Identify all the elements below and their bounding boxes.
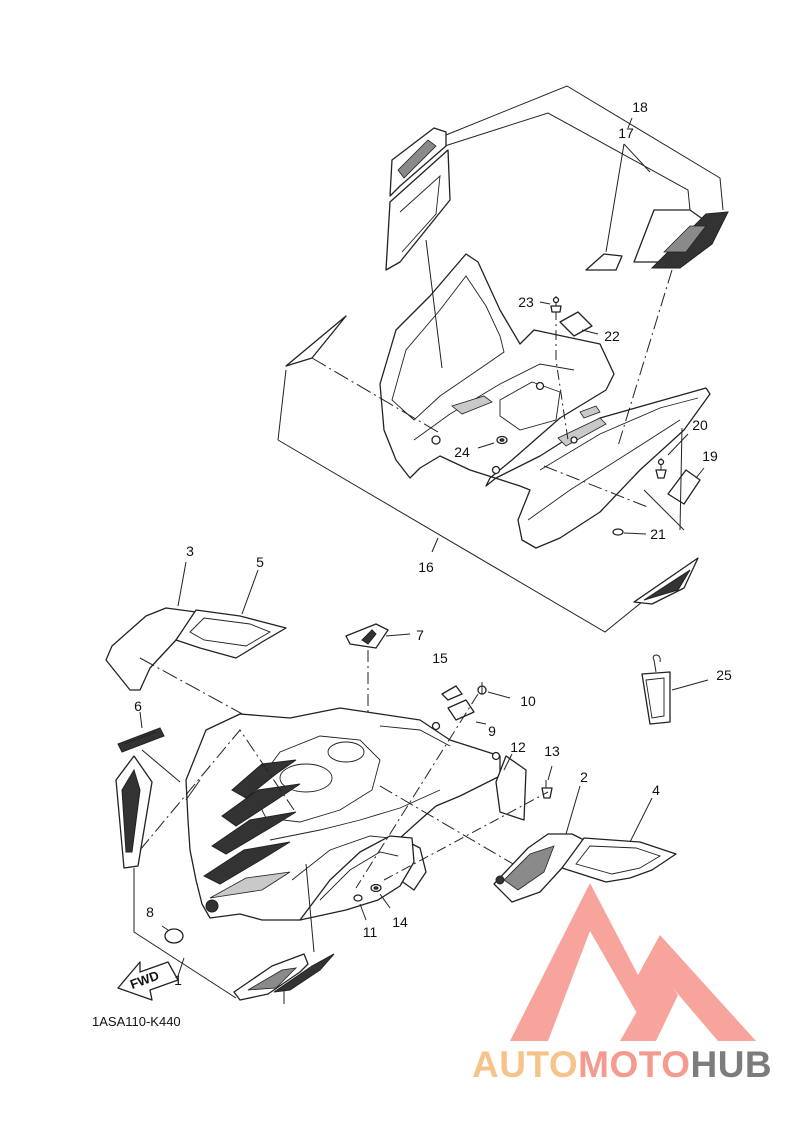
rivet-23 bbox=[550, 296, 562, 313]
callout-2: 2 bbox=[580, 769, 588, 785]
washer-21 bbox=[612, 528, 624, 536]
front-left-side-decal bbox=[115, 729, 295, 869]
callout-5: 5 bbox=[256, 554, 264, 570]
rear-left-decal bbox=[385, 127, 451, 271]
front-top-decal-5 bbox=[175, 609, 287, 659]
front-fender-flap bbox=[299, 835, 415, 921]
callout-17: 17 bbox=[618, 125, 634, 141]
diagram-code: 1ASA110-K440 bbox=[92, 1014, 181, 1029]
front-side-decal-4 bbox=[561, 837, 677, 883]
front-fender-assembly: FWD bbox=[105, 561, 709, 1004]
plate-15 bbox=[441, 685, 463, 701]
callout-11: 11 bbox=[363, 924, 378, 940]
rivet-13 bbox=[541, 780, 553, 799]
front-bottom-decal bbox=[233, 953, 335, 1004]
callout-23: 23 bbox=[518, 294, 534, 310]
watermark-part2: MOTO bbox=[578, 1044, 691, 1085]
rear-fender-body bbox=[379, 253, 711, 549]
callout-7: 7 bbox=[416, 627, 424, 643]
grommet-11 bbox=[353, 894, 363, 902]
rear-tip-decal bbox=[633, 557, 699, 605]
callout-15: 15 bbox=[432, 650, 448, 666]
callout-9: 9 bbox=[488, 723, 496, 739]
callout-labels: 18 17 23 22 20 24 19 21 16 3 5 7 15 25 1… bbox=[92, 99, 732, 1029]
plate-12 bbox=[495, 755, 527, 821]
front-emblem-decal-7 bbox=[345, 623, 389, 649]
rear-plate-22 bbox=[559, 311, 593, 337]
callout-6: 6 bbox=[134, 698, 142, 714]
watermark-part3: HUB bbox=[690, 1044, 773, 1085]
callout-19: 19 bbox=[702, 448, 718, 464]
rear-plate-19 bbox=[667, 469, 701, 505]
callout-4: 4 bbox=[652, 782, 660, 798]
rear-right-decal bbox=[585, 209, 729, 271]
callout-3: 3 bbox=[186, 543, 194, 559]
front-top-decal-3 bbox=[105, 607, 197, 691]
front-side-badge-6 bbox=[117, 727, 165, 753]
callout-1: 1 bbox=[174, 972, 182, 988]
cap-8 bbox=[161, 925, 184, 944]
washer-24 bbox=[496, 435, 508, 445]
callout-25: 25 bbox=[716, 667, 732, 683]
fwd-arrow-sticker: FWD bbox=[117, 961, 179, 1001]
front-fender-body bbox=[185, 707, 501, 921]
watermark-brand-text: AUTOMOTOHUB bbox=[472, 1044, 772, 1086]
callout-12: 12 bbox=[510, 739, 526, 755]
callout-22: 22 bbox=[604, 328, 620, 344]
automotohub-logo-icon bbox=[510, 883, 756, 1041]
callout-14: 14 bbox=[392, 914, 408, 930]
callout-18: 18 bbox=[632, 99, 648, 115]
callout-10: 10 bbox=[520, 693, 536, 709]
watermark-part1: AUTO bbox=[472, 1044, 579, 1085]
rivet-10 bbox=[477, 682, 487, 695]
rear-fender-assembly bbox=[277, 85, 729, 633]
callout-21: 21 bbox=[650, 526, 666, 542]
callout-8: 8 bbox=[146, 904, 154, 920]
callout-24: 24 bbox=[454, 444, 470, 460]
hang-tag-25 bbox=[641, 654, 671, 725]
plate-9 bbox=[447, 699, 475, 721]
callout-16: 16 bbox=[418, 559, 434, 575]
callout-13: 13 bbox=[544, 743, 560, 759]
callout-20: 20 bbox=[692, 417, 708, 433]
rivet-20 bbox=[655, 458, 667, 479]
grommet-14 bbox=[370, 883, 382, 893]
